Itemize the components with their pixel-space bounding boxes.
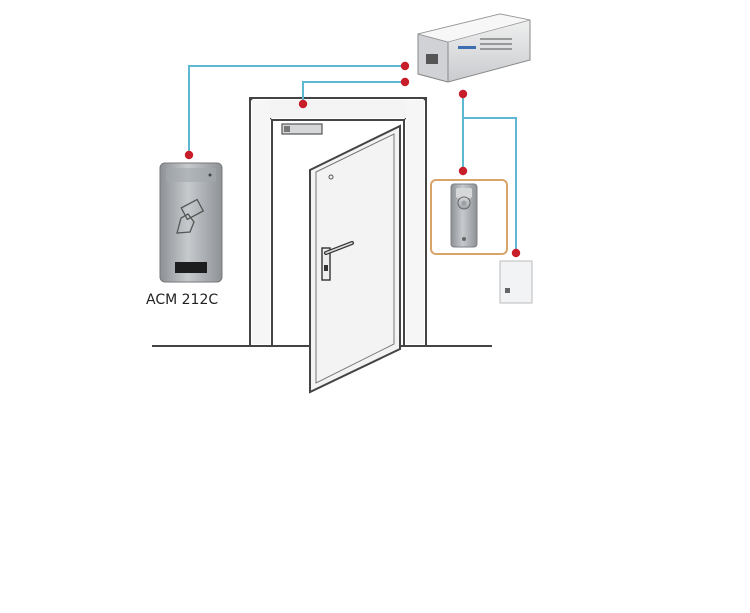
rfid-reader	[159, 162, 223, 283]
door-frame	[249, 97, 427, 346]
magnetic-lock	[281, 123, 323, 135]
exit-button-device	[430, 179, 508, 255]
door-handle	[321, 241, 354, 281]
wires	[188, 65, 517, 253]
wire-lock	[302, 81, 405, 104]
wire-exit-button	[462, 117, 517, 253]
card-hand-icon	[176, 198, 205, 234]
wall-switch-box	[499, 260, 533, 304]
door-leaf	[309, 124, 401, 394]
reader-model-label: ACM 212C	[146, 292, 219, 308]
wire-nodes	[184, 61, 521, 258]
power-supply-unit	[417, 13, 531, 83]
wire-reader	[188, 65, 405, 155]
